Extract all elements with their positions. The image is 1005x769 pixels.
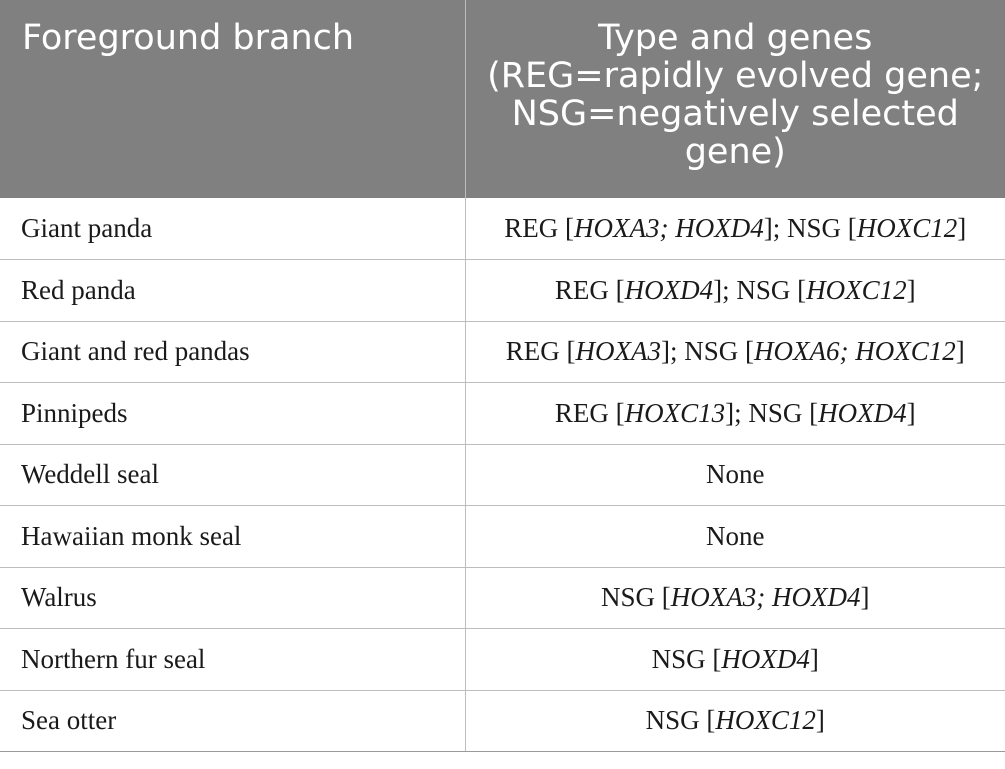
gene-name: HOXC12: [856, 213, 958, 243]
gene-type-text: NSG [: [645, 705, 716, 736]
gene-type-text: None: [706, 520, 765, 551]
cell-type-and-genes: None: [465, 444, 1005, 506]
cell-foreground-branch: Red panda: [0, 259, 466, 322]
gene-type-text: NSG [: [601, 582, 671, 613]
cell-type-and-genes: REG [HOXD4]; NSG [HOXC12]: [465, 259, 1005, 322]
gene-type-text: ]: [955, 336, 965, 367]
gene-type-text: REG [: [554, 397, 625, 428]
gene-type-text: ]: [957, 213, 967, 243]
gene-name: HOXA6; HOXC12: [754, 336, 956, 367]
gene-type-text: ]: [860, 582, 870, 613]
gene-type-text: REG [: [504, 213, 575, 243]
cell-foreground-branch: Giant panda: [0, 198, 466, 260]
gene-type-text: REG [: [505, 336, 576, 367]
cell-foreground-branch: Walrus: [0, 567, 466, 629]
gene-type-text: ]: [809, 643, 819, 674]
results-table-container: Foreground branch Type and genes (REG=ra…: [0, 0, 1005, 752]
cell-type-and-genes: REG [HOXA3]; NSG [HOXA6; HOXC12]: [465, 321, 1005, 383]
gene-type-text: None: [706, 459, 765, 490]
gene-name: HOXA3: [575, 336, 661, 367]
gene-type-text: ]; NSG [: [763, 213, 857, 243]
cell-foreground-branch: Giant and red pandas: [0, 321, 466, 383]
cell-type-and-genes: REG [HOXC13]; NSG [HOXD4]: [465, 382, 1005, 445]
header-foreground-branch: Foreground branch: [0, 0, 466, 198]
gene-name: HOXD4: [721, 643, 810, 674]
gene-type-text: NSG [: [651, 643, 722, 674]
gene-name: HOXC12: [715, 705, 816, 736]
cell-type-and-genes: REG [HOXA3; HOXD4]; NSG [HOXC12]: [465, 198, 1005, 260]
cell-foreground-branch: Pinnipeds: [0, 382, 466, 445]
header-type-and-genes: Type and genes (REG=rapidly evolved gene…: [465, 0, 1005, 198]
cell-foreground-branch: Weddell seal: [0, 444, 466, 506]
gene-name: HOXC13: [624, 397, 726, 428]
gene-table: Foreground branch Type and genes (REG=ra…: [0, 0, 1005, 752]
gene-type-text: ]; NSG [: [661, 336, 754, 367]
cell-foreground-branch: Sea otter: [0, 690, 466, 752]
gene-type-text: ]: [906, 274, 916, 305]
table-row: Hawaiian monk seal None: [0, 505, 1005, 568]
gene-type-text: ]: [906, 397, 916, 428]
gene-name: HOXD4: [624, 274, 714, 305]
cell-type-and-genes: NSG [HOXD4]: [465, 628, 1005, 691]
cell-type-and-genes: NSG [HOXC12]: [465, 690, 1005, 752]
gene-type-text: REG [: [554, 274, 625, 305]
table-row: Weddell seal None: [0, 444, 1005, 506]
gene-type-text: ]: [815, 705, 825, 736]
table-header: Foreground branch Type and genes (REG=ra…: [0, 0, 1005, 198]
cell-foreground-branch: Hawaiian monk seal: [0, 505, 466, 568]
gene-type-text: ]; NSG [: [713, 274, 807, 305]
gene-type-text: ]; NSG [: [725, 397, 819, 428]
gene-name: HOXD4: [818, 397, 907, 428]
cell-type-and-genes: None: [465, 505, 1005, 568]
gene-name: HOXC12: [806, 274, 907, 305]
cell-foreground-branch: Northern fur seal: [0, 628, 466, 691]
gene-name: HOXA3; HOXD4: [670, 582, 861, 613]
gene-name: HOXA3; HOXD4: [574, 213, 764, 243]
header-row: Foreground branch Type and genes (REG=ra…: [0, 0, 1005, 198]
cell-type-and-genes: NSG [HOXA3; HOXD4]: [465, 567, 1005, 629]
